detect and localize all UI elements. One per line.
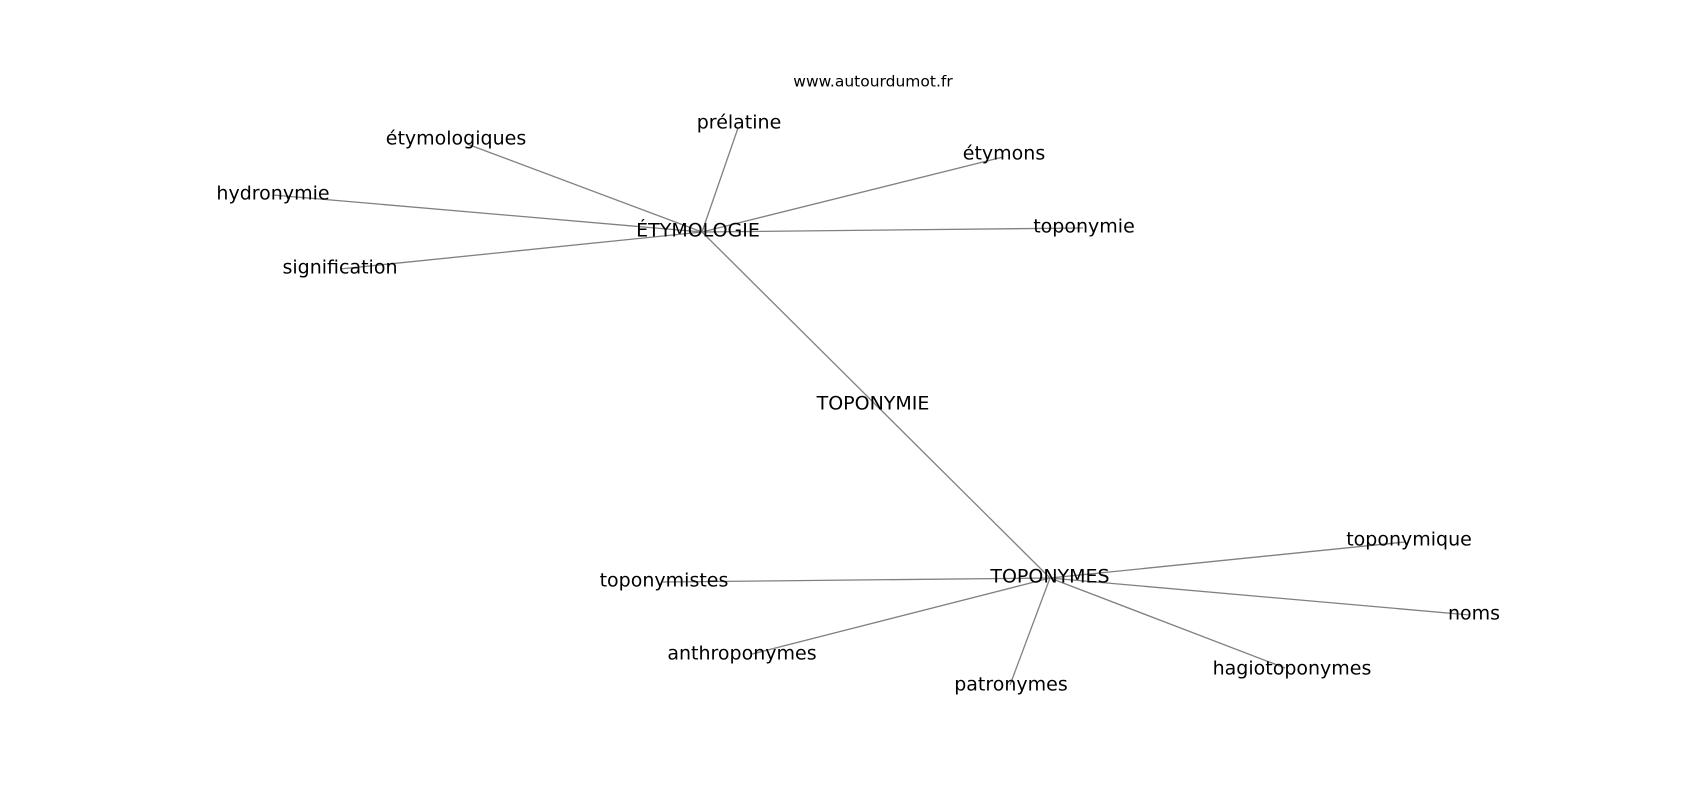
node-toponymique: toponymique [1346, 529, 1472, 551]
source-label: www.autourdumot.fr [793, 73, 953, 91]
node-hydronymie: hydronymie [216, 183, 329, 205]
edge-toponymes-toponymique [1049, 541, 1406, 579]
edge-etymologie-signification [339, 231, 703, 270]
node-labels: www.autourdumot.fr TOPONYMIE ÉTYMOLOGIE … [216, 73, 1500, 696]
node-patronymes: patronymes [954, 674, 1068, 696]
node-etymons: étymons [963, 143, 1045, 165]
node-prelatine: prélatine [697, 112, 782, 134]
node-noms: noms [1448, 603, 1500, 625]
edge-etymologie-prelatine [701, 127, 739, 233]
edge-etymologie-toponymie [701, 227, 1084, 233]
node-toponymistes: toponymistes [600, 570, 729, 592]
edges [272, 127, 1471, 686]
node-hagiotoponymes: hagiotoponymes [1213, 658, 1372, 680]
edge-etymologie-hydronymie [272, 194, 703, 233]
node-toponymie-center: TOPONYMIE [816, 393, 930, 415]
edge-toponymes-noms [1049, 577, 1471, 616]
node-toponymie: toponymie [1033, 216, 1135, 238]
edge-toponymes-anthroponymes [751, 577, 1051, 655]
node-etymologiques: étymologiques [386, 128, 526, 150]
edge-etymologie-toponymes [701, 231, 1051, 579]
edge-etymologie-etymologiques [466, 143, 703, 233]
edge-toponymes-toponymistes [662, 577, 1051, 583]
edge-etymologie-etymons [701, 156, 1004, 233]
node-anthroponymes: anthroponymes [667, 643, 816, 665]
node-etymologie: ÉTYMOLOGIE [636, 219, 760, 242]
node-signification: signification [282, 257, 397, 279]
node-toponymes: TOPONYMES [989, 566, 1109, 588]
edge-toponymes-hagiotoponymes [1049, 577, 1286, 669]
edge-toponymes-patronymes [1009, 577, 1051, 686]
